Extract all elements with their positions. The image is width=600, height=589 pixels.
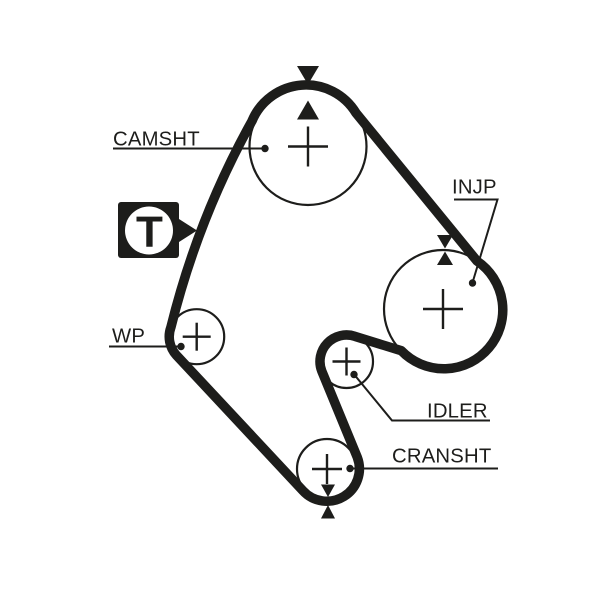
injection-pump-leader-dot bbox=[468, 279, 477, 287]
camshaft-label: CAMSHT bbox=[113, 129, 200, 151]
crankshaft-callout: CRANSHT bbox=[346, 446, 498, 473]
idler-center-cross-icon bbox=[332, 347, 361, 376]
camshaft-timing-arrow-down-icon bbox=[297, 66, 319, 85]
camshaft-timing-arrow-up-icon bbox=[297, 100, 319, 120]
crankshaft-center-cross-icon bbox=[312, 454, 342, 484]
crankshaft-label: CRANSHT bbox=[392, 446, 491, 468]
idler-callout: IDLER bbox=[350, 370, 490, 423]
crankshaft-timing-arrow-up-icon bbox=[321, 505, 335, 519]
crankshaft-leader-dot bbox=[346, 464, 354, 473]
idler-leader-dot bbox=[350, 370, 358, 379]
tension-badge-disc bbox=[125, 206, 173, 255]
idler-leader-line bbox=[354, 374, 490, 422]
water-pump-label: WP bbox=[112, 326, 145, 348]
water-pump-leader-dot bbox=[177, 342, 185, 351]
injection-pump-timing-arrow-down-icon bbox=[437, 235, 453, 249]
idler-label: IDLER bbox=[427, 401, 488, 423]
injection-pump-timing-arrow-up-icon bbox=[437, 251, 453, 265]
tension-badge: T bbox=[118, 202, 197, 258]
injection-pump-label: INJP bbox=[452, 177, 497, 199]
injection-pump-center-cross-icon bbox=[423, 289, 463, 329]
water-pump-callout: WP bbox=[109, 326, 185, 351]
camshaft-callout: CAMSHT bbox=[113, 129, 269, 153]
injection-pump-leader-line bbox=[454, 198, 499, 282]
camshaft-leader-dot bbox=[261, 144, 269, 153]
timing-belt bbox=[164, 80, 508, 506]
camshaft-center-cross-icon bbox=[288, 126, 328, 167]
tension-badge-pointer-icon bbox=[179, 219, 197, 242]
injection-pump-callout: INJP bbox=[452, 177, 499, 287]
crankshaft-timing-arrow-down-icon bbox=[321, 484, 335, 497]
water-pump-center-cross-icon bbox=[182, 322, 211, 351]
tension-badge-letter: T bbox=[136, 208, 163, 257]
